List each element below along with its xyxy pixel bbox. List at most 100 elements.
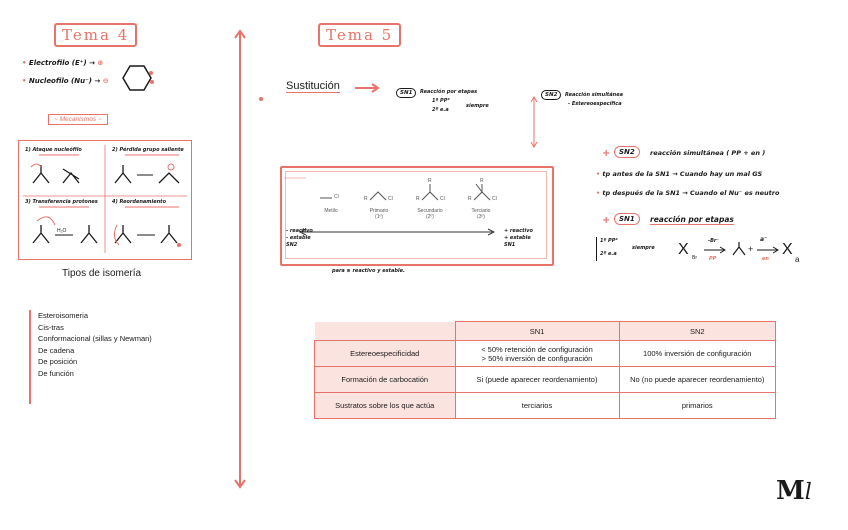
col-secundario-deg: (2º) — [426, 214, 434, 220]
electrofilo-text: Electrofilo (E⁺) → — [28, 59, 95, 67]
carbocation-structures — [284, 177, 496, 236]
cell-line: > 50% inversión de configuración — [481, 353, 593, 363]
row-sn2-cell: primarios — [618, 392, 776, 419]
col-terciario-name: Terciario — [471, 208, 491, 214]
scheme-pp: PP — [709, 256, 717, 262]
bullet-tp-despues-text: tp después de la SN1 → Cuando el Nu⁻ es … — [602, 189, 780, 197]
scheme-x: X — [678, 241, 689, 258]
table-row: Formación de carbocatión Si (puede apare… — [314, 366, 776, 393]
double-arrow-icon — [530, 96, 538, 148]
row-sn2-cell: No (no puede aparecer reordenamiento) — [618, 366, 776, 393]
sustitucion-label: Sustitución — [286, 80, 340, 93]
sn2-right-badge: SN2 — [614, 146, 640, 158]
col-secundario-name: Secundario — [417, 208, 443, 214]
row-sn1-cell: < 50% retención de configuración > 50% i… — [454, 340, 620, 367]
r-label: R — [364, 196, 368, 202]
col-metilo: Metilo — [324, 208, 338, 214]
r-label: R — [480, 178, 484, 184]
list-item: De posición — [38, 357, 78, 367]
brace-line — [596, 237, 597, 261]
sn2-badge: SN2 — [541, 90, 562, 100]
table-row: Estereoespecificidad < 50% retención de … — [314, 340, 776, 367]
logo: Ml — [776, 476, 812, 506]
left-label-1: - reactivo — [286, 228, 313, 234]
col-primario-deg: (1º) — [375, 214, 383, 220]
nucleofilo-line: • Nucleofilo (Nu⁻) → ⊖ — [22, 77, 109, 85]
nucleofilo-text: Nucleofilo (Nu⁻) → — [28, 77, 101, 85]
sn1-desc-1: Reacción por etapas — [420, 89, 478, 95]
isomeria-list: Esteroisomeria Cis-tras Conformacional (… — [38, 310, 152, 380]
right-label-2: + estable — [504, 235, 531, 241]
mecanismos-title: ~ Mecanismos ~ — [48, 114, 108, 125]
bullet-tp-antes-text: tp antes de la SN1 → Cuando hay un mal G… — [602, 170, 763, 178]
mecanismos-box: 1) Ataque nucleófilo 2) Pérdida grupo sa… — [18, 140, 192, 260]
isomeria-bar — [29, 310, 31, 404]
col-primario: Primario (1º) — [364, 208, 394, 220]
col-primario-name: Primario — [369, 208, 389, 214]
arrow-right-icon — [355, 83, 380, 93]
card-label-4: 4) Reordenamiento — [112, 199, 167, 205]
right-label-1: + reactivo — [504, 228, 533, 234]
row-label: Sustratos sobre los que actúa — [314, 392, 456, 419]
row-sn1-cell: Si (puede aparecer reordenamiento) — [454, 366, 620, 393]
r-label: R — [428, 178, 432, 184]
card-label-2: 2) Pérdida grupo saliente — [112, 147, 184, 153]
scheme-minus-br: -Br⁻ — [708, 238, 719, 244]
r-label: R — [468, 196, 472, 202]
table-header-row: SN1 SN2 — [314, 321, 776, 341]
arrow-right-icon — [757, 246, 779, 254]
card-label-3: 3) Transferencia protones — [25, 199, 98, 205]
list-item: De función — [38, 368, 74, 378]
arrow-right-icon — [704, 246, 726, 254]
plus-sign: + — [602, 148, 611, 159]
col-secundario: Secundario (2º) — [412, 208, 448, 220]
table-header-empty — [314, 321, 456, 341]
r-label: R — [416, 196, 420, 202]
ea-label: 2º e.a — [600, 251, 617, 257]
table-header-sn2: SN2 — [618, 321, 776, 341]
carbocation-box: Cl Cl Cl Cl R R R R R Metilo Primario (1… — [280, 166, 554, 266]
list-item: Esteroisomeria — [38, 311, 89, 320]
scheme-a: a⁻ — [760, 236, 768, 243]
minus-circle-icon: ⊖ — [102, 77, 109, 85]
scheme-br: Br — [692, 255, 697, 261]
right-label: + reactivo + estable SN1 — [504, 228, 533, 249]
sn2-right-text: reacción simultánea ( PP + en ) — [650, 149, 766, 157]
table-header-sn1: SN1 — [454, 321, 620, 341]
hexagon-molecule-icon — [122, 65, 154, 91]
sn1-siempre: siempre — [466, 103, 489, 109]
col-terciario-deg: (3º) — [477, 214, 485, 220]
scheme-xa: X — [782, 241, 793, 258]
sn2-desc-2: - Estereoespecífica — [568, 101, 622, 107]
electrofilo-line: • Electrofilo (E⁺) → ⊕ — [22, 59, 104, 67]
sn1-desc-2: 1º PP² — [432, 98, 450, 104]
row-sn1-cell: terciarios — [454, 392, 620, 419]
list-item: Cis-tras — [38, 322, 64, 332]
table-row: Sustratos sobre los que actúa terciarios… — [314, 392, 776, 419]
left-label-3: SN2 — [286, 242, 298, 248]
row-sn2-cell: 100% inversión de configuración — [618, 340, 776, 367]
pp-label: 1º PP² — [600, 238, 618, 244]
sn1-sn2-table: SN1 SN2 Estereoespecificidad < 50% reten… — [314, 321, 776, 419]
bullet-dot — [259, 88, 263, 106]
scheme-plus: + — [748, 244, 754, 254]
sn2-desc-1: Reacción simultánea — [565, 92, 624, 98]
left-label: - reactivo - estable SN2 — [286, 228, 313, 249]
left-label-2: - estable — [286, 235, 311, 241]
note-below-box: para ⊕ reactivo y estable. — [332, 268, 405, 274]
sn1-desc-3: 2º e.a — [432, 107, 449, 113]
mecanismos-drawings — [23, 145, 187, 253]
h2o-label: H₂O — [57, 228, 67, 234]
row-label: Estereoespecificidad — [314, 340, 456, 367]
sn1-right-badge: SN1 — [614, 213, 640, 225]
cl-label-1: Cl — [334, 194, 339, 200]
row-label: Formación de carbocatión — [314, 366, 456, 393]
siempre-label: siempre — [632, 245, 655, 251]
plus-circle-icon: ⊕ — [97, 59, 104, 67]
card-label-1: 1) Ataque nucleófilo — [25, 147, 82, 153]
sn1-right-text: reacción por etapas — [650, 215, 734, 225]
tema5-title: Tema 5 — [318, 23, 402, 47]
tema4-title: Tema 4 — [54, 23, 138, 47]
cl-label-3: Cl — [440, 196, 445, 202]
tipos-isomeria-title: Tipos de isomería — [62, 268, 142, 279]
